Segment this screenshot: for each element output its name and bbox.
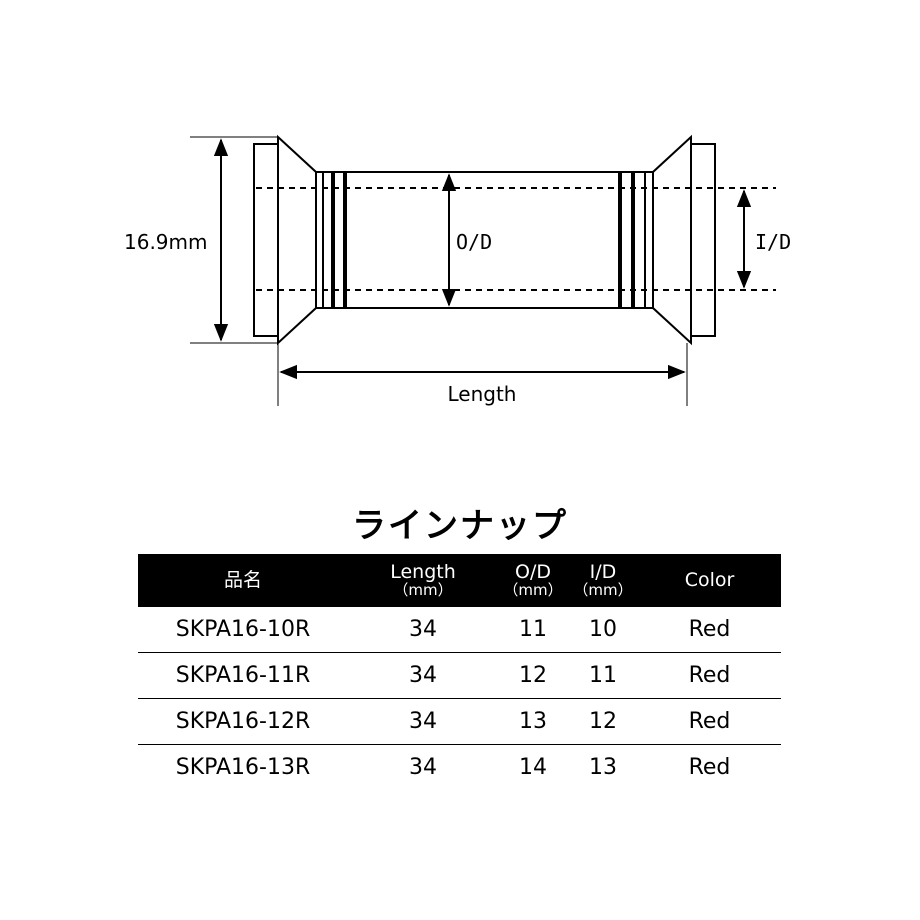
header-od: O/D（mm） xyxy=(498,554,568,607)
table-row: SKPA16-13R 34 14 13 Red xyxy=(138,745,781,791)
height-dimension-label: 16.9mm xyxy=(124,230,208,254)
length-dimension-label: Length xyxy=(448,382,517,406)
cell-name: SKPA16-10R xyxy=(138,607,348,653)
header-name: 品名 xyxy=(138,554,348,607)
cell-name: SKPA16-13R xyxy=(175,755,311,780)
cell-od: 14 xyxy=(519,755,547,780)
header-length-unit: （mm） xyxy=(393,580,453,599)
cell-od: 13 xyxy=(498,698,568,745)
header-id: I/D（mm） xyxy=(568,554,638,607)
cell-color: Red xyxy=(638,607,781,653)
lineup-table: 品名 Length（mm） O/D（mm） I/D（mm） Color SKPA… xyxy=(138,554,781,790)
lineup-title: ラインナップ xyxy=(352,506,568,546)
inner-bore-lines xyxy=(256,187,776,291)
extension-lines xyxy=(190,136,688,406)
groove-lines xyxy=(322,172,646,308)
header-color: Color xyxy=(638,554,781,607)
table-row: SKPA16-10R 34 11 10 Red xyxy=(138,607,781,653)
cell-id: 13 xyxy=(589,755,617,780)
id-dimension-label: I/D xyxy=(755,230,791,254)
table-header-row: 品名 Length（mm） O/D（mm） I/D（mm） Color xyxy=(138,554,781,607)
cell-color: Red xyxy=(638,652,781,699)
cell-name: SKPA16-11R xyxy=(138,652,348,699)
collar-diagram: 16.9mm O/D I/D Length xyxy=(124,134,791,406)
collar-outline xyxy=(253,134,716,346)
cell-color: Red xyxy=(638,698,781,745)
header-id-unit: （mm） xyxy=(573,580,633,599)
dimension-arrows xyxy=(213,138,752,380)
cell-color: Red xyxy=(688,755,731,780)
cell-name: SKPA16-12R xyxy=(138,698,348,745)
cell-id: 12 xyxy=(568,698,638,745)
cell-length: 34 xyxy=(348,607,498,653)
cell-od: 12 xyxy=(498,652,568,699)
cell-length: 34 xyxy=(409,755,437,780)
cell-id: 10 xyxy=(568,607,638,653)
table-row: SKPA16-11R 34 12 11 Red xyxy=(138,652,781,699)
cell-length: 34 xyxy=(348,698,498,745)
cell-id: 11 xyxy=(568,652,638,699)
od-dimension-label: O/D xyxy=(456,230,492,254)
cell-od: 11 xyxy=(498,607,568,653)
header-od-unit: （mm） xyxy=(503,580,563,599)
table-row: SKPA16-12R 34 13 12 Red xyxy=(138,698,781,745)
cell-length: 34 xyxy=(348,652,498,699)
header-length: Length（mm） xyxy=(348,554,498,607)
